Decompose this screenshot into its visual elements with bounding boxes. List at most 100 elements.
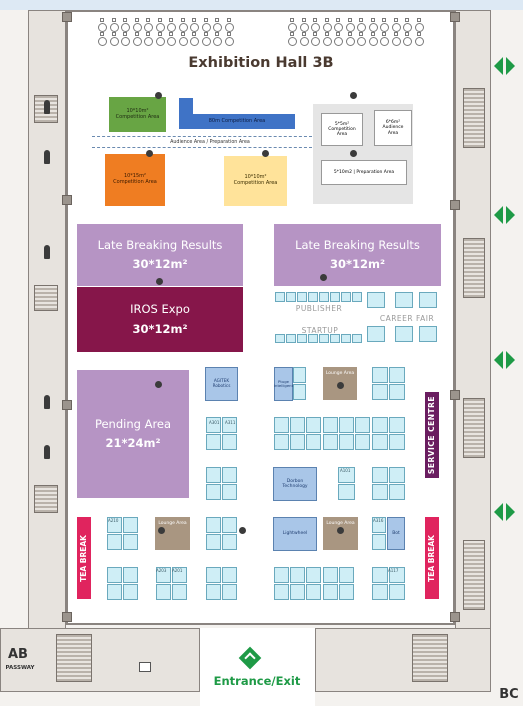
east-stair-3 (463, 398, 485, 458)
booth (222, 584, 237, 600)
seat-chair (347, 32, 352, 36)
dorbon-label: Dorbon Technology (282, 478, 308, 489)
booth (367, 292, 385, 308)
seat-table (213, 23, 222, 32)
tea-break-right: TEA BREAK (425, 517, 439, 599)
seat-table (357, 37, 366, 46)
booth (339, 584, 354, 600)
booth (330, 292, 340, 302)
iros-title: IROS Expo (130, 302, 190, 317)
booth (372, 384, 388, 400)
booth (372, 417, 388, 433)
booth (372, 367, 388, 383)
booth (107, 534, 122, 550)
seat-chair (313, 32, 317, 36)
booth (372, 584, 388, 600)
seat-chair (405, 32, 409, 36)
iros-expo-block: IROS Expo 30*12m² (77, 287, 243, 352)
seat-table (380, 37, 389, 46)
elevator (139, 662, 151, 672)
seat-chair (123, 18, 127, 22)
seat-table (403, 37, 412, 46)
seat-table (368, 23, 378, 32)
seat-table (288, 37, 297, 46)
booth (275, 334, 285, 343)
audience-preparation-label: Audience Area / Preparation Area (170, 139, 250, 145)
seat-table (299, 37, 309, 46)
seat-table (132, 23, 142, 32)
booth (355, 417, 370, 433)
career-fair-label: CAREER FAIR (379, 313, 435, 323)
ab-passway-label: PASSWAY (5, 664, 35, 671)
pending-size: 21*24m² (105, 435, 161, 450)
seat-chair (370, 32, 375, 36)
exhibitor-ptuge: Ptuge Intelligent (274, 367, 293, 401)
booth (341, 292, 351, 302)
booth (123, 584, 138, 600)
seat-table (155, 23, 165, 32)
column (62, 612, 72, 622)
seat-table (144, 23, 153, 32)
column (62, 195, 72, 205)
east-stair-1 (463, 88, 485, 148)
seat-chair (169, 32, 173, 36)
seat-table (178, 37, 188, 46)
bc-label: BC (499, 686, 519, 702)
marker-dot (337, 382, 344, 389)
seat-chair (215, 32, 219, 36)
competition-area-80m: 80m Competition Area (179, 114, 295, 129)
seat-table (311, 23, 320, 32)
seat-chair (336, 18, 340, 22)
seat-chair (146, 18, 150, 22)
late-breaking-results-right: Late Breaking Results 30*12m² (274, 224, 441, 286)
booth (319, 334, 329, 343)
preparation-area-5x10: 5*10m2 | Preparation Area (321, 160, 407, 185)
seat-table (391, 23, 401, 32)
booth (286, 292, 296, 302)
exhibitor-agitek: AGITEK Robotics (205, 367, 238, 401)
booth-code: A311 (225, 420, 236, 425)
seat-table (414, 37, 424, 46)
booth (286, 334, 296, 343)
booth (290, 417, 305, 433)
booth (419, 292, 437, 308)
booth (297, 292, 307, 302)
booth (222, 467, 237, 483)
booth (372, 434, 388, 450)
booth (389, 484, 405, 500)
seating-rows-left (96, 18, 236, 48)
lbr-right-title: Late Breaking Results (295, 238, 420, 253)
seat-chair (416, 18, 421, 22)
booth (206, 484, 221, 500)
booth (355, 434, 370, 450)
booth (389, 417, 405, 433)
agitek-label: AGITEK Robotics (212, 378, 231, 388)
booth (123, 567, 138, 583)
booth (293, 367, 306, 383)
seat-table (121, 37, 130, 46)
booth (341, 334, 351, 343)
booth (222, 484, 237, 500)
seat-chair (180, 32, 185, 36)
booth (156, 567, 171, 583)
booth (274, 584, 289, 600)
seat-chair (134, 18, 139, 22)
seat-table (109, 23, 119, 32)
seat-chair (324, 18, 329, 22)
seat-table (224, 37, 234, 46)
column (62, 12, 72, 22)
marker-dot (239, 527, 246, 534)
exhibitor-dorbon: Dorbon Technology (273, 467, 317, 501)
exhibitor-bot: Bot (387, 517, 405, 550)
tea-break-left: TEA BREAK (77, 517, 91, 599)
seat-table (391, 37, 401, 46)
column (450, 612, 460, 622)
seat-chair (180, 18, 185, 22)
competition-area-5x5: 5*5m² Competition Area (321, 113, 363, 146)
seat-chair (359, 32, 363, 36)
column (450, 390, 460, 400)
column (450, 200, 460, 210)
seat-table (345, 37, 355, 46)
service-centre: SERVICE CENTRE (425, 392, 439, 478)
